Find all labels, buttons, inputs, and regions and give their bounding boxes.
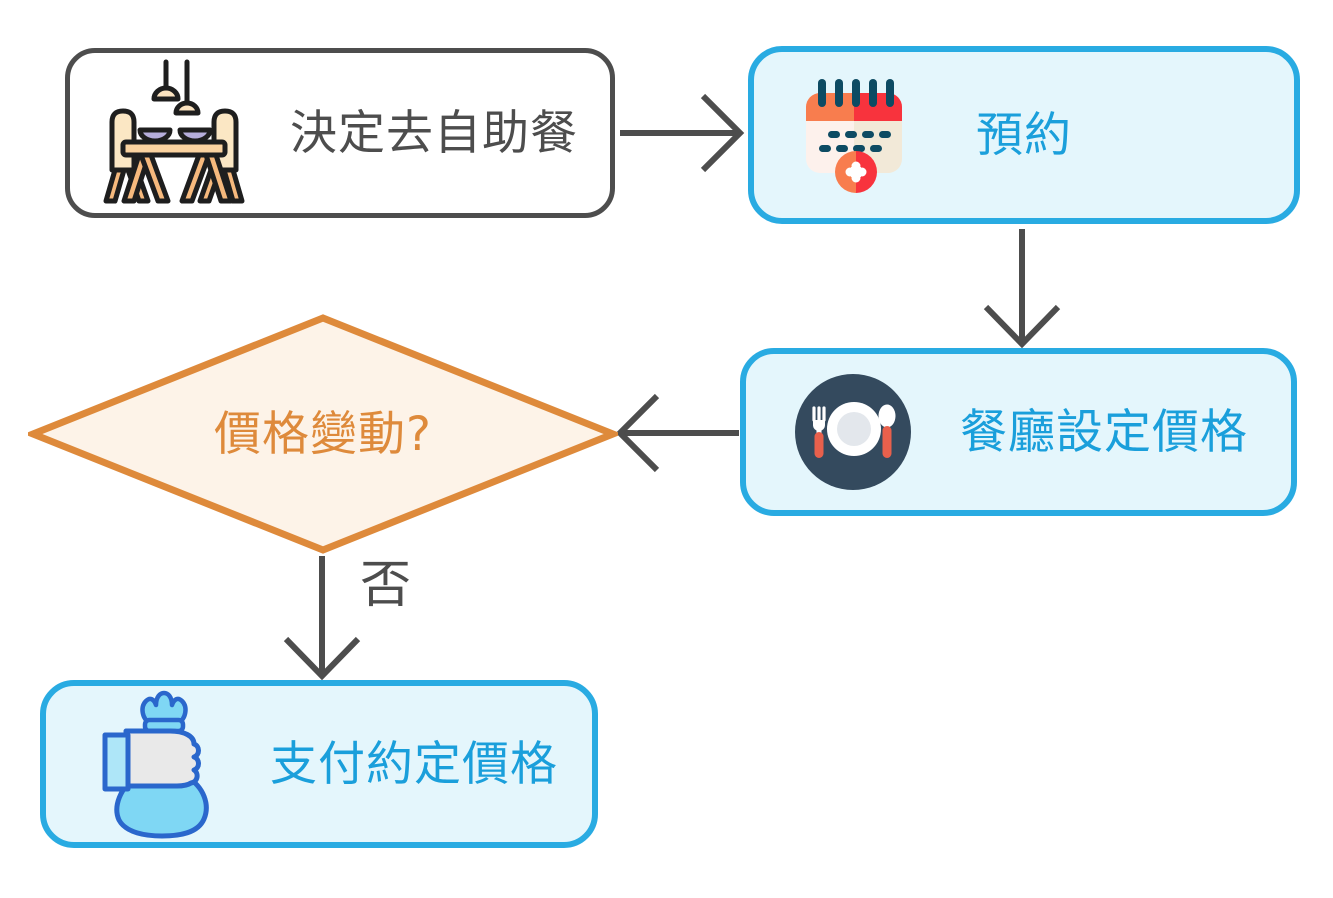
node-reserve: 預約 <box>748 46 1300 224</box>
edge-reserve-to-setprice <box>983 229 1061 349</box>
money-bag-icon <box>90 689 230 839</box>
node-restaurant-sets-price: 餐廳設定價格 <box>740 348 1297 516</box>
plate-cutlery-icon <box>792 371 914 493</box>
calendar-icon <box>798 73 910 197</box>
node-label: 預約 <box>976 107 1072 163</box>
diamond-shape <box>28 314 618 554</box>
node-label: 價格變動? <box>214 406 432 462</box>
node-decide-buffet: 決定去自助餐 <box>65 48 615 218</box>
node-price-change: 價格變動? <box>28 314 618 554</box>
edge-setprice-to-decision <box>615 393 739 473</box>
node-pay-agreed-price: 支付約定價格 <box>40 680 598 848</box>
node-label: 餐廳設定價格 <box>960 404 1248 460</box>
edge-decide-to-reserve <box>620 93 745 173</box>
node-label: 支付約定價格 <box>270 736 558 792</box>
edge-decision-to-pay <box>283 556 361 681</box>
edge-label-no: 否 <box>360 556 412 615</box>
dining-table-icon <box>94 58 254 208</box>
node-label: 決定去自助餐 <box>290 105 578 161</box>
